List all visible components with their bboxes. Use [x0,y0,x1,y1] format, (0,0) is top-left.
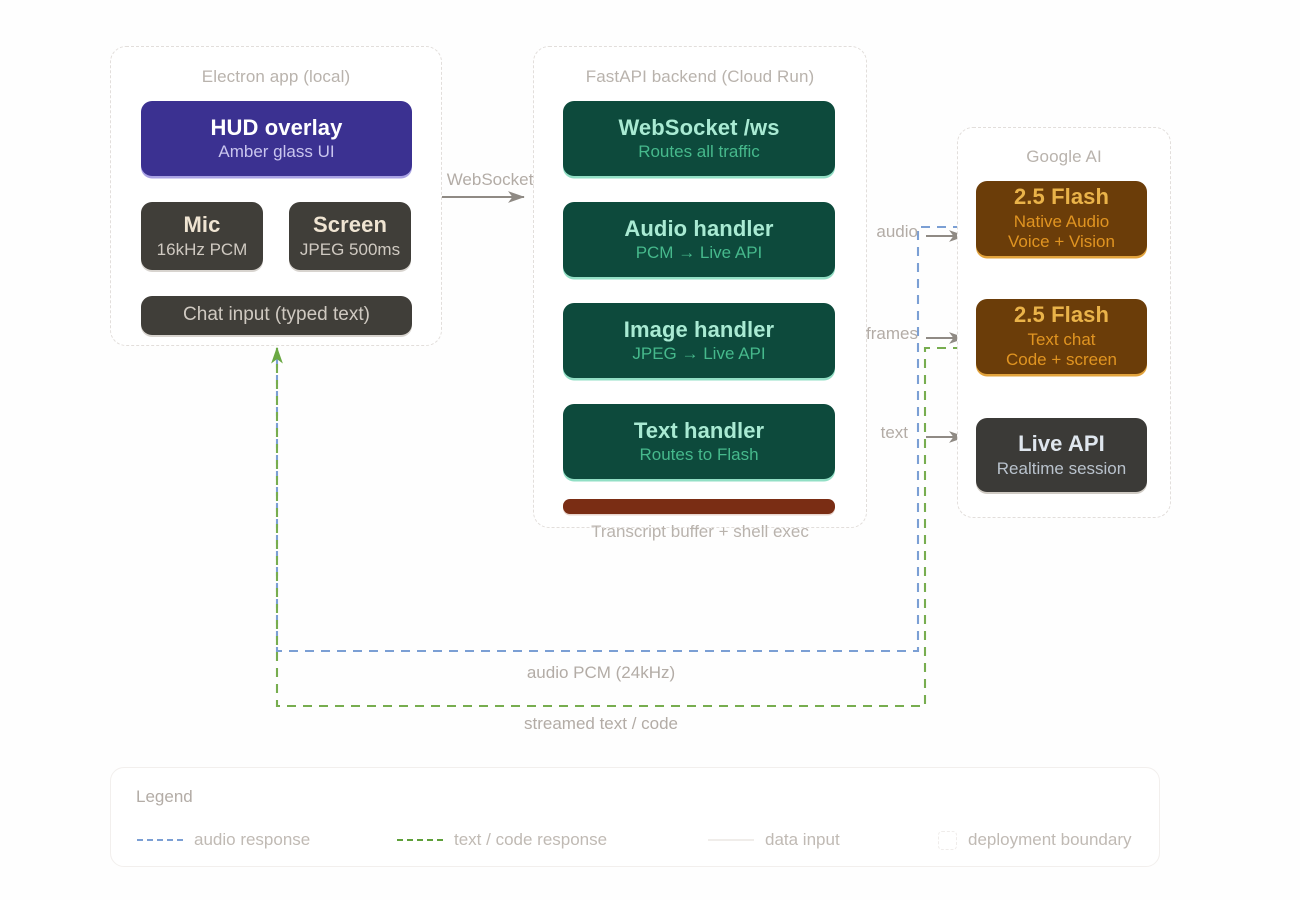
node-image-handler-subtitle: JPEG → Live API [632,344,766,364]
node-transcript-buffer-label: Transcript buffer + shell exec [591,522,809,541]
legend-item-deployment-boundary: deployment boundary [938,830,1132,850]
node-audio-handler-subtitle: PCM → Live API [635,243,763,263]
node-live-api-title: Live API [1018,431,1105,456]
node-text-handler[interactable]: Text handler Routes to Flash [563,404,835,479]
node-image-handler-title: Image handler [623,316,775,342]
node-image-handler[interactable]: Image handler JPEG → Live API [563,303,835,378]
node-mic-title: Mic [183,212,221,237]
node-websocket-ws-title: WebSocket /ws [618,114,780,140]
node-flash-native-audio-subtitle: Native Audio [1013,212,1110,232]
edge-label-audio-return: audio PCM (24kHz) [526,663,676,682]
edge-label-text-return: streamed text / code [523,714,679,733]
edge-label-audio: audio [876,222,918,241]
node-chat-input[interactable]: Chat input (typed text) [141,296,412,335]
legend-swatch-dashed-green [397,839,443,841]
node-chat-input-label: Chat input (typed text) [183,304,370,326]
node-hud-overlay-title: HUD overlay [210,114,343,140]
node-text-handler-title: Text handler [633,417,765,443]
node-screen-subtitle: JPEG 500ms [299,239,401,259]
legend-swatch-dashed-blue [137,839,183,841]
node-live-api[interactable]: Live API Realtime session [976,418,1147,492]
node-flash-text-chat-subtitle2: Code + screen [1005,350,1118,370]
node-flash-native-audio[interactable]: 2.5 Flash Native Audio Voice + Vision [976,181,1147,256]
edge-label-text: text [880,423,908,442]
boundary-title-google: Google AI [1026,147,1102,166]
node-mic-subtitle: 16kHz PCM [156,239,248,259]
legend-swatch-solid-line [708,839,754,841]
boundary-title-electron: Electron app (local) [201,67,351,86]
legend-swatch-boundary-box [938,830,957,850]
node-websocket-ws[interactable]: WebSocket /ws Routes all traffic [563,101,835,176]
node-screen[interactable]: Screen JPEG 500ms [289,202,411,270]
node-screen-title: Screen [313,212,387,237]
node-transcript-buffer[interactable] [563,499,835,514]
legend-item-audio-response: audio response [137,830,310,850]
node-flash-text-chat-title: 2.5 Flash [1013,302,1110,328]
legend-panel: Legend audio response text / code respon… [110,767,1160,867]
node-text-handler-subtitle: Routes to Flash [639,445,759,465]
node-flash-text-chat-subtitle: Text chat [1027,330,1096,350]
node-flash-native-audio-subtitle2: Voice + Vision [1008,232,1115,252]
legend-title: Legend [136,787,193,806]
node-flash-text-chat[interactable]: 2.5 Flash Text chat Code + screen [976,299,1147,374]
node-websocket-ws-subtitle: Routes all traffic [638,142,760,162]
node-hud-overlay-subtitle: Amber glass UI [218,142,335,162]
node-mic[interactable]: Mic 16kHz PCM [141,202,263,270]
legend-label-text-code-response: text / code response [454,830,608,849]
legend-item-text-code-response: text / code response [397,830,607,850]
legend-item-data-input: data input [708,830,840,850]
legend-label-data-input: data input [765,830,840,849]
edge-label-websocket: WebSocket [446,170,534,189]
legend-label-audio-response: audio response [194,830,311,849]
legend-label-deployment-boundary: deployment boundary [968,830,1132,849]
node-audio-handler[interactable]: Audio handler PCM → Live API [563,202,835,277]
boundary-title-backend: FastAPI backend (Cloud Run) [585,67,815,86]
node-audio-handler-title: Audio handler [624,215,774,241]
node-live-api-subtitle: Realtime session [996,458,1127,478]
node-hud-overlay[interactable]: HUD overlay Amber glass UI [141,101,412,176]
node-flash-native-audio-title: 2.5 Flash [1013,184,1110,210]
edge-label-frames: frames [866,324,918,343]
